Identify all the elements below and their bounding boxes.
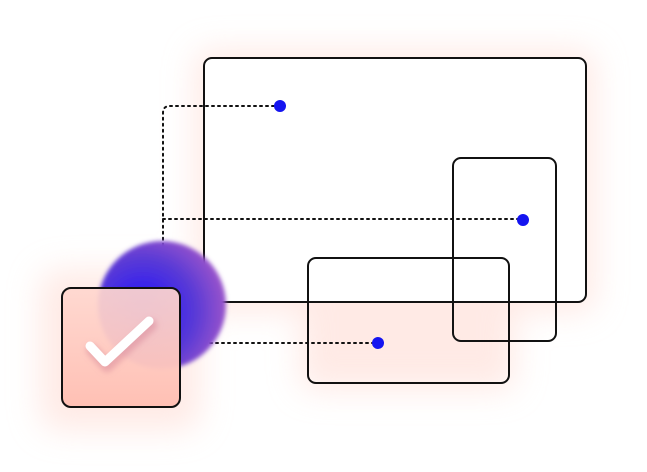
checkbox-card — [61, 287, 181, 408]
connector-lines — [162, 105, 524, 344]
anchor-dot-bottom — [372, 337, 384, 349]
tall-frame — [452, 157, 557, 342]
anchor-dots — [274, 100, 529, 349]
small-frame — [307, 257, 510, 384]
checkmark-icon — [85, 316, 157, 372]
anchor-dot-top — [274, 100, 286, 112]
large-frame — [203, 57, 587, 303]
anchor-dot-right — [517, 214, 529, 226]
connector-top — [162, 105, 281, 253]
